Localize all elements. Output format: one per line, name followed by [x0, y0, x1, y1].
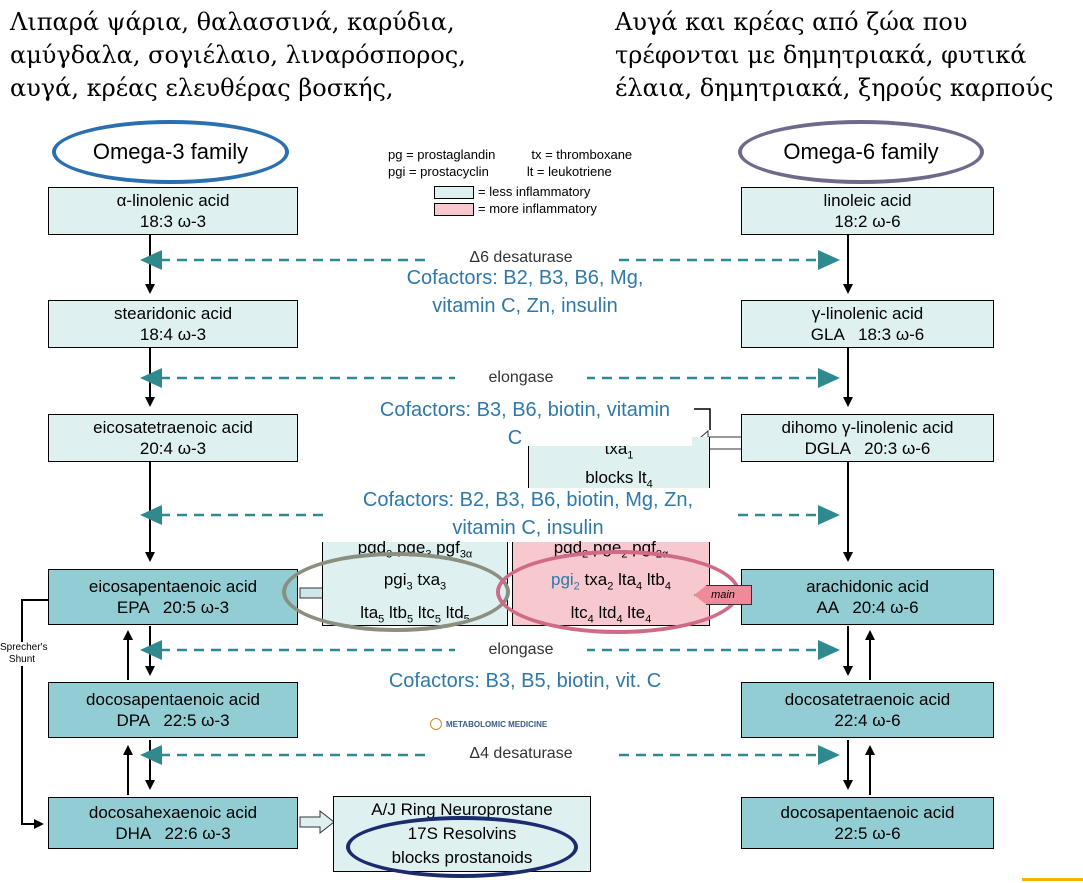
legend-pg: pg = prostaglandin	[388, 147, 496, 162]
omega6-sources-text: Αυγά και κρέας από ζώα που τρέφονται με …	[615, 8, 1054, 102]
logo-icon	[430, 718, 442, 730]
accent-line	[1022, 878, 1083, 881]
main-arrow: main	[694, 585, 752, 605]
sprechers-shunt-label: Sprecher's Shunt	[0, 642, 48, 666]
cofactors-d6: Cofactors: B2, B3, B6, Mg, vitamin C, Zn…	[406, 267, 644, 317]
legend-lt: lt = leukotriene	[526, 164, 612, 179]
legend-less: = less inflammatory	[478, 184, 591, 199]
sprechers-shunt-arrow	[21, 599, 48, 829]
dha-to-products-arrow	[299, 809, 335, 835]
omega6-family-title: Omega-6 family	[738, 120, 984, 184]
occlusion-patch	[520, 430, 692, 446]
cofactors-elongase-2: Cofactors: B3, B5, biotin, vit. C	[330, 667, 720, 695]
cofactors-d5: Cofactors: B2, B3, B6, biotin, Mg, Zn, v…	[362, 489, 694, 539]
enzyme-elongase-2: elongase	[455, 641, 587, 659]
legend-swatch-less	[434, 186, 474, 200]
legend: pg = prostaglandin tx = thromboxane pgi =…	[388, 146, 632, 217]
legend-more: = more inflammatory	[478, 201, 597, 216]
occlusion-patch	[325, 488, 735, 540]
epa-products-ring	[282, 552, 510, 632]
legend-tx: tx = thromboxane	[531, 147, 633, 162]
legend-pgi: pgi = prostacyclin	[388, 164, 489, 179]
omega3-sources-text: Λιπαρά ψάρια, θαλασσινά, καρύδια, αμύγδα…	[10, 8, 466, 102]
dha-products-ring	[346, 816, 578, 878]
enzyme-d6-desaturase: Δ6 desaturase	[430, 249, 612, 267]
metabolomic-medicine-logo: METABOLOMIC MEDICINE	[430, 718, 547, 730]
enzyme-elongase-1: elongase	[455, 369, 587, 387]
legend-swatch-more	[434, 203, 474, 217]
enzyme-d4-desaturase: Δ4 desaturase	[430, 745, 612, 763]
cofactors-elongase-1: Cofactors: B3, B6, biotin, vitamin C	[379, 399, 671, 449]
omega3-family-title: Omega-3 family	[52, 120, 289, 184]
